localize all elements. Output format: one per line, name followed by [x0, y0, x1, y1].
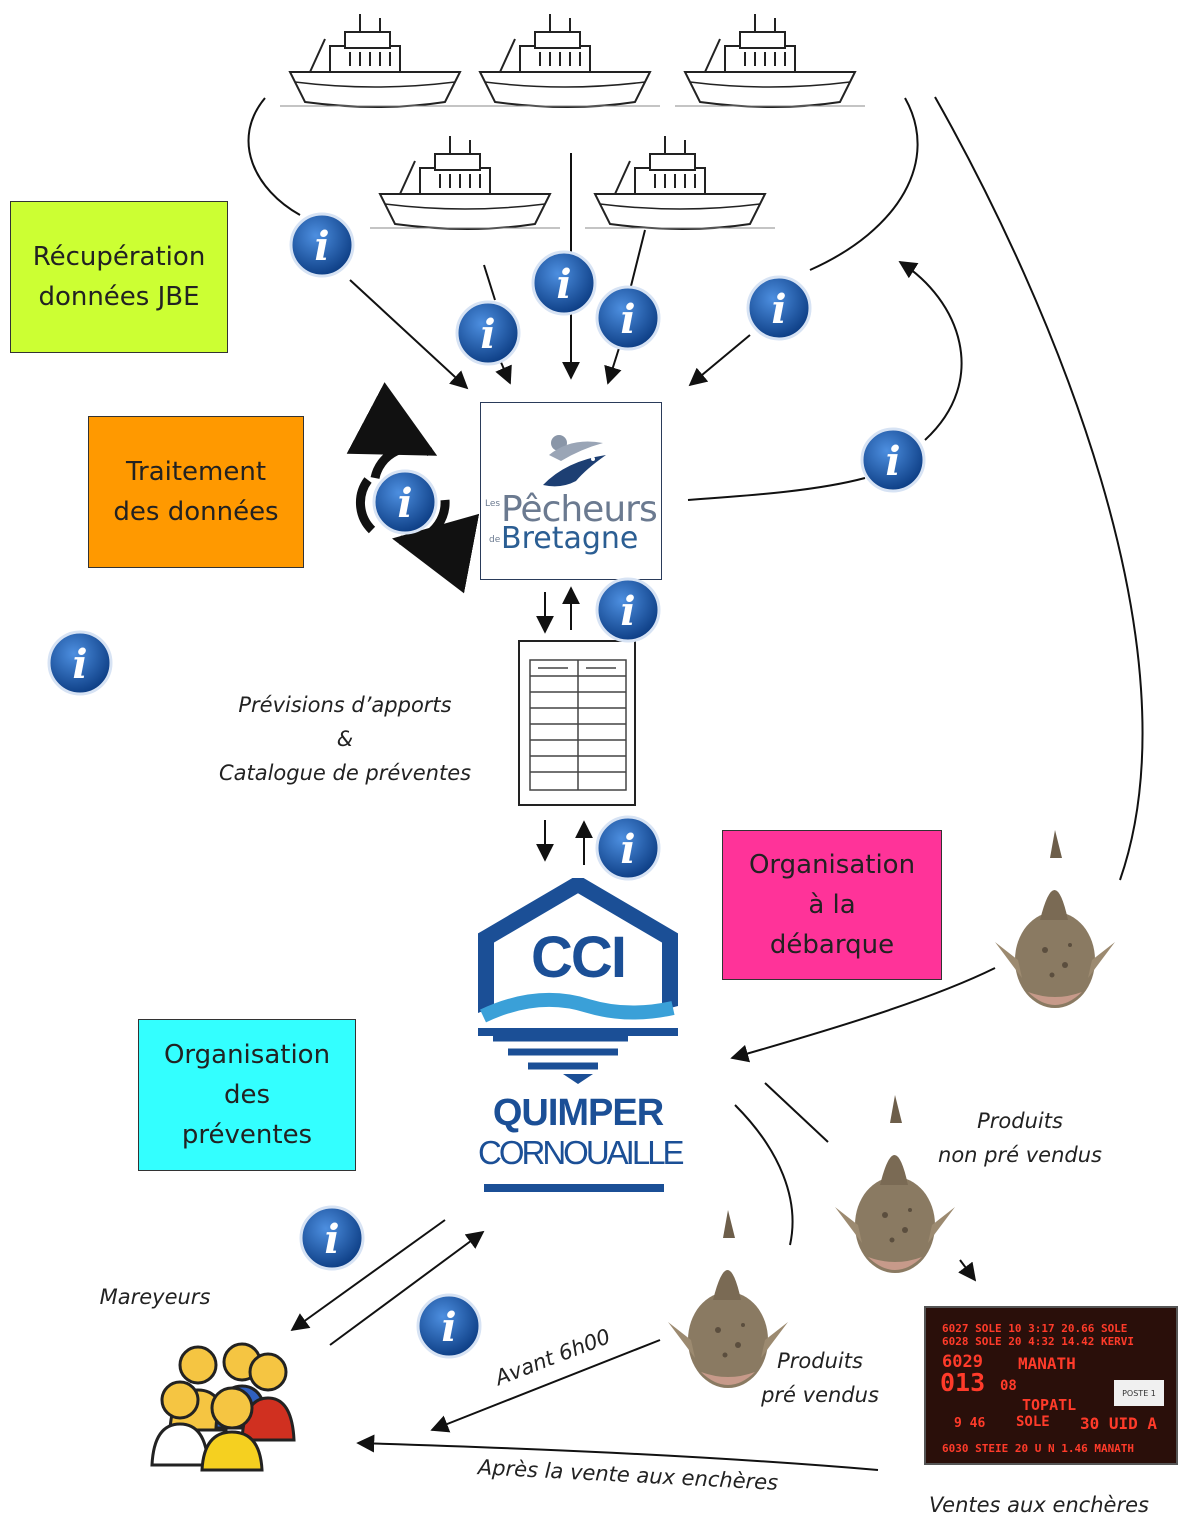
board-lot: 6029 [942, 1352, 983, 1372]
cci-acronym: CCI [531, 925, 627, 990]
info-icon [289, 212, 355, 278]
box-traitement-donnees: Traitement des données [88, 416, 304, 568]
catalogue-table-icon [518, 640, 636, 806]
caption-ventes-aux-encheres: Ventes aux enchères [929, 1493, 1149, 1517]
auction-display-board: 6027 SOLE 10 3:17 20.66 SOLE 6028 SOLE 2… [924, 1306, 1178, 1465]
info-icon [746, 275, 812, 341]
board-price: 013 [940, 1368, 986, 1397]
board-seller: TOPATL [1022, 1396, 1077, 1414]
board-row-1: 6027 SOLE 10 3:17 20.66 SOLE [942, 1322, 1128, 1335]
board-bottom-row: 6030 STEIE 20 U N 1.46 MANATH [942, 1442, 1135, 1455]
arrow-boat-right [809, 97, 919, 271]
arrow-info-mid-right [604, 344, 622, 385]
arrow-cci-to-mareyeurs [290, 1219, 446, 1332]
pecheurs-region: Bretagne [501, 521, 639, 556]
pecheurs-de: de [489, 535, 501, 545]
arrow-fish-to-cci [730, 967, 996, 1063]
caption-mareyeurs: Mareyeurs [99, 1285, 211, 1309]
arrow-boat-mid-left [483, 264, 496, 301]
arrow-info-mid-left [495, 359, 512, 385]
pecheurs-title: Pêcheurs [501, 489, 658, 530]
pecheurs-prefix: Les [485, 499, 501, 509]
caption-previsions-catalogue: Prévisions d’apports & Catalogue de prév… [218, 693, 472, 785]
caption-produits-pre-vendus: Produits pré vendus [761, 1349, 879, 1407]
arrow-nonpre-to-auction [958, 1259, 977, 1282]
arrow-boats-to-fish [934, 96, 1144, 881]
cci-quimper-text: QUIMPER [492, 1092, 664, 1134]
cci-underline [484, 1184, 664, 1192]
recycle-arrows-icon [346, 382, 480, 594]
board-poste-label: POSTE 1 [1114, 1380, 1164, 1406]
cci-quimper-logo: CCI QUIMPER CORNOUAILLE [478, 878, 685, 1198]
cci-cornouaille-text: CORNOUAILLE [478, 1134, 685, 1171]
caption-produits-non-pre-vendus: Produits non pré vendus [938, 1109, 1102, 1167]
info-icon [416, 1293, 482, 1359]
info-icon [860, 427, 926, 493]
mareyeurs-people-icon [150, 1342, 296, 1472]
arrow-info-to-pb-left [349, 279, 469, 390]
arrow-pb-out [687, 477, 866, 501]
board-qty: 30 UID A [1080, 1414, 1158, 1433]
arrow-cci-to-nonpre [764, 1082, 829, 1143]
arrow-info-to-pb-right [688, 334, 751, 387]
box-organisation-debarque: Organisation à la débarque [722, 830, 942, 980]
arrow-boat-left [247, 97, 301, 216]
info-icon [595, 815, 661, 881]
board-row-2: 6028 SOLE 20 4:32 14.42 KERVI [942, 1335, 1135, 1348]
board-fish: SOLE [1016, 1414, 1050, 1430]
arrow-boat-mid-right [629, 229, 646, 291]
info-icon [372, 469, 438, 535]
board-price-small: 08 [1000, 1378, 1017, 1394]
box-recuperation-donnees: Récupération données JBE [10, 201, 228, 353]
board-weight: 9 46 [954, 1416, 986, 1431]
info-icon [595, 577, 661, 643]
info-icon [455, 300, 521, 366]
pecheurs-fish-emblem-icon [543, 435, 606, 487]
arrow-cci-to-pre [734, 1104, 794, 1246]
board-buyer: MANATH [1018, 1354, 1076, 1373]
pecheurs-de-bretagne-logo: Les Pêcheurs de Bretagne [480, 402, 662, 580]
cci-house-icon [478, 878, 678, 1084]
arrow-mareyeurs-to-cci [329, 1230, 485, 1346]
arrow-loop-up [898, 261, 963, 441]
info-icon [595, 285, 661, 351]
arrow-pre-to-mareyeurs [430, 1339, 661, 1433]
info-icon [531, 250, 597, 316]
arrow-auction-to-mareyeurs [356, 1434, 879, 1471]
info-icon [47, 630, 113, 696]
info-icon [299, 1205, 365, 1271]
box-organisation-preventes: Organisation des préventes [138, 1019, 356, 1171]
